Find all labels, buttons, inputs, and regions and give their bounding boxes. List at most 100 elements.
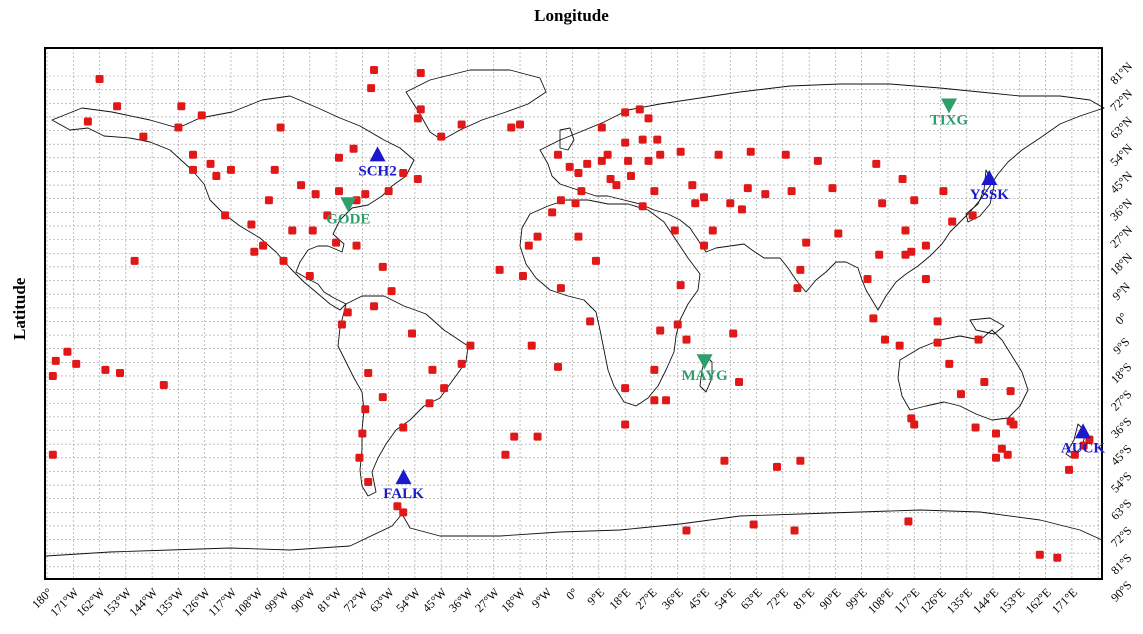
site-marker: [556, 284, 565, 293]
x-tick-label: 171°W: [47, 585, 82, 620]
site-marker: [335, 153, 343, 162]
north-america-outline: [51, 95, 415, 311]
x-tick-label: 0°: [563, 585, 581, 603]
site-marker: [370, 65, 379, 74]
site-marker: [72, 359, 81, 368]
x-tick-label: 72°E: [764, 585, 791, 612]
site-marker: [516, 120, 525, 129]
japan-outline: [965, 169, 995, 223]
site-marker: [343, 308, 352, 317]
site-marker: [828, 184, 837, 193]
site-marker: [1003, 450, 1012, 459]
site-marker: [399, 423, 408, 432]
site-marker: [869, 314, 878, 323]
site-marker: [352, 241, 361, 250]
site-marker: [408, 329, 416, 338]
site-marker: [501, 450, 510, 459]
x-tick-label: 36°W: [446, 585, 476, 615]
site-marker: [95, 75, 104, 84]
site-marker: [399, 168, 408, 177]
x-tick-label: 54°E: [711, 585, 738, 612]
site-marker: [910, 196, 919, 205]
site-marker: [279, 256, 288, 265]
site-marker: [638, 202, 647, 211]
site-marker: [1006, 387, 1015, 396]
x-tick-label: 63°E: [738, 585, 765, 612]
site-marker: [364, 368, 373, 377]
site-marker: [591, 256, 600, 265]
x-tick-label: 90°E: [817, 585, 844, 612]
site-marker: [495, 265, 504, 274]
y-tick-label: 72°N: [1107, 86, 1135, 114]
australia-outline: [897, 329, 1029, 421]
site-marker: [974, 335, 983, 344]
x-tick-label: 81°W: [314, 585, 344, 615]
x-tick-label: 45°E: [685, 585, 712, 612]
site-marker: [901, 226, 910, 235]
station-marker-sch2: [369, 146, 386, 162]
site-marker: [437, 132, 446, 141]
y-tick-label: 63°S: [1108, 496, 1135, 523]
station-marker-mayg: [696, 354, 713, 370]
site-marker: [428, 365, 437, 374]
site-marker: [288, 226, 297, 235]
site-marker: [948, 217, 957, 226]
site-marker: [627, 171, 635, 180]
site-marker: [399, 508, 408, 517]
new-guinea-outline: [969, 317, 1005, 335]
site-marker: [644, 114, 653, 123]
site-marker: [921, 241, 930, 250]
site-marker: [761, 190, 770, 199]
site-marker: [355, 453, 364, 462]
site-marker: [939, 187, 948, 196]
site-marker: [688, 181, 697, 190]
site-marker: [556, 196, 565, 205]
x-tick-label: 117°E: [891, 585, 922, 616]
south-america-outline: [337, 295, 469, 497]
site-marker: [956, 390, 965, 399]
station-label-gode: GODE: [326, 211, 370, 227]
site-marker: [793, 284, 802, 293]
site-marker: [653, 135, 662, 144]
site-marker: [378, 262, 387, 271]
site-marker: [621, 384, 630, 393]
site-marker: [895, 341, 904, 350]
eurasia-outline: [539, 83, 1105, 311]
site-marker: [673, 320, 682, 329]
site-marker: [565, 162, 574, 171]
british-isles-outline: [559, 127, 575, 151]
site-marker: [933, 317, 942, 326]
site-marker: [1035, 550, 1044, 559]
site-marker: [384, 187, 393, 196]
site-marker: [177, 102, 186, 111]
x-tick-label: 126°E: [917, 585, 948, 616]
site-marker: [311, 190, 320, 199]
y-tick-label: 18°N: [1107, 250, 1135, 278]
y-tick-label: 9°N: [1109, 279, 1133, 303]
site-marker: [682, 335, 691, 344]
site-marker: [700, 193, 708, 202]
site-marker: [691, 199, 700, 208]
site-marker: [662, 396, 671, 405]
coastlines: [45, 69, 1105, 557]
station-label-yssk: YSSK: [970, 187, 1010, 203]
site-marker: [264, 196, 273, 205]
site-marker: [603, 150, 612, 159]
site-marker: [802, 238, 811, 247]
site-marker: [259, 241, 268, 250]
site-marker: [781, 150, 790, 159]
site-marker: [1006, 417, 1015, 426]
station-label-falk: FALK: [383, 486, 424, 502]
site-marker: [644, 156, 653, 165]
station-label-tixg: TIXG: [930, 112, 969, 128]
site-marker: [337, 320, 346, 329]
site-marker: [221, 211, 230, 220]
site-marker: [518, 271, 527, 280]
site-marker: [1053, 553, 1062, 562]
site-marker: [583, 159, 592, 168]
station-label-auck: AUCK: [1061, 440, 1105, 456]
y-tick-label: 18°S: [1108, 360, 1135, 387]
site-marker: [796, 265, 805, 274]
